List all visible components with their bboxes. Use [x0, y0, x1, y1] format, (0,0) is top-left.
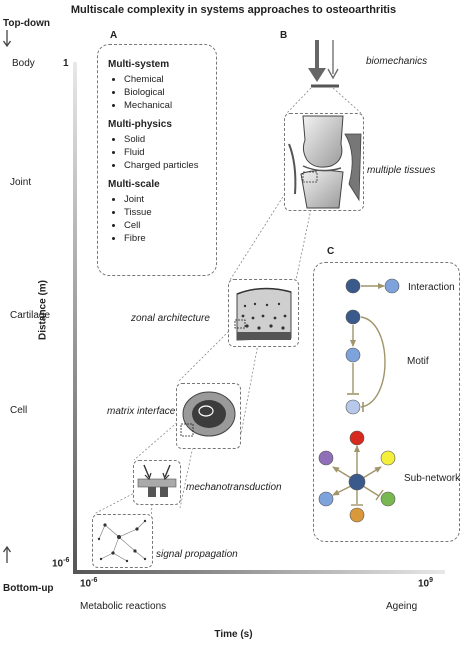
level-joint: Joint: [10, 177, 32, 188]
node-interaction-source: [345, 278, 361, 294]
subnetwork-label: Sub-network: [404, 473, 460, 484]
biomechanics-label: biomechanics: [366, 56, 428, 67]
cartilage-tile: [228, 279, 299, 347]
matrix-interface-label: matrix interface: [107, 406, 176, 417]
subnet-edge-downright-bar: [375, 489, 384, 501]
x-min-tick: 10-6: [80, 577, 98, 590]
list-item: Fluid: [124, 146, 198, 159]
signal-propagation-label: signal propagation: [156, 549, 238, 560]
list-item: Joint: [124, 193, 198, 206]
multi-physics-heading: Multi-physics: [108, 119, 172, 130]
list-item: Solid: [124, 133, 198, 146]
zonal-architecture-label: zonal architecture: [131, 313, 210, 324]
node-subnet-green: [380, 491, 396, 507]
list-item: Fibre: [124, 232, 198, 245]
motif-label: Motif: [407, 356, 429, 367]
list-item: Mechanical: [124, 99, 198, 112]
node-motif-top: [345, 309, 361, 325]
up-arrow-icon: [2, 545, 12, 568]
list-item: Chemical: [124, 73, 198, 86]
node-subnet-blue: [318, 491, 334, 507]
y-max-tick: 1: [63, 58, 69, 69]
level-body: Body: [12, 58, 35, 69]
cartilage-block-illustration: [234, 287, 292, 341]
multiple-tissues-label: multiple tissues: [367, 165, 436, 176]
subnet-edge-upright: [362, 466, 382, 479]
panel-c-letter: C: [327, 246, 335, 257]
node-subnet-orange: [349, 507, 365, 523]
node-subnet-hub: [348, 473, 366, 491]
node-subnet-purple: [318, 450, 334, 466]
signal-network-illustration: [97, 519, 147, 563]
node-interaction-target: [384, 278, 400, 294]
multi-system-heading: Multi-system: [108, 59, 170, 70]
network-motifs-diagram: Interaction Motif Sub-network: [318, 278, 460, 523]
mechanotransduction-illustration: [137, 464, 177, 497]
list-item: Charged particles: [124, 159, 198, 172]
panel-b-letter: B: [280, 30, 288, 41]
multi-scale-heading: Multi-scale: [108, 179, 160, 190]
x-left-caption: Metabolic reactions: [80, 601, 167, 612]
level-cartilage: Cartilage: [10, 310, 51, 321]
bottom-up-label: Bottom-up: [3, 583, 54, 594]
y-min-tick: 10-6: [52, 557, 70, 570]
x-axis-title: Time (s): [214, 629, 253, 640]
list-item: Cell: [124, 219, 198, 232]
figure-title: Multiscale complexity in systems approac…: [70, 4, 397, 16]
top-down-label: Top-down: [3, 18, 51, 29]
knee-joint-illustration: [288, 115, 362, 209]
down-arrow-icon: [2, 30, 12, 53]
subnet-edge-downleft: [332, 485, 352, 496]
level-cell: Cell: [10, 405, 28, 416]
list-item: Biological: [124, 86, 198, 99]
load-arrows-icon: [308, 40, 339, 88]
list-item: Tissue: [124, 206, 198, 219]
x-right-caption: Ageing: [386, 601, 418, 612]
panel-a-box: Multi-system Chemical Biological Mechani…: [97, 44, 217, 276]
multi-system-list: Chemical Biological Mechanical: [108, 73, 198, 112]
node-motif-bottom: [345, 399, 361, 415]
cell-tile: [176, 383, 241, 449]
node-motif-middle: [345, 347, 361, 363]
interaction-label: Interaction: [408, 282, 455, 293]
chondrocyte-illustration: [180, 391, 236, 437]
node-subnet-red: [349, 430, 365, 446]
subnet-edge-upleft: [332, 466, 352, 479]
multi-physics-list: Solid Fluid Charged particles: [108, 133, 198, 172]
knee-joint-tile: [284, 113, 364, 211]
motif-feedback-edge: [360, 316, 386, 408]
signal-tile: [92, 514, 153, 568]
panel-a-letter: A: [110, 30, 118, 41]
mechanotransduction-label: mechanotransduction: [186, 482, 282, 493]
membrane-tile: [133, 460, 181, 505]
subnet-edge-downright: [362, 485, 380, 497]
panel-c-box: [313, 262, 460, 542]
multi-scale-list: Joint Tissue Cell Fibre: [108, 193, 198, 245]
x-max-tick: 109: [418, 577, 434, 590]
node-subnet-yellow: [380, 450, 396, 466]
